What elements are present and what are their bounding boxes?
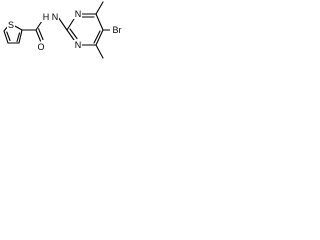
bond-methyl-upper xyxy=(95,1,104,15)
atom-sulfur: S xyxy=(8,20,14,30)
bond-thiophene-c2-c3 xyxy=(18,29,23,44)
bond-pyrimidine-n3-c2-double xyxy=(69,28,78,40)
bond-amide-n-pyrimidine xyxy=(57,16,68,31)
bond-methyl-lower xyxy=(95,44,104,59)
atom-pyrimidine-nitrogen-upper: N xyxy=(75,9,82,19)
atom-oxygen: O xyxy=(37,42,44,52)
atom-pyrimidine-nitrogen-lower: N xyxy=(75,40,82,50)
chemical-structure-diagram: S O H N N N Br xyxy=(3,1,124,59)
bond-pyrimidine-n3-c2 xyxy=(66,29,75,41)
bond-pyrimidine-c5-c4-double xyxy=(93,30,101,44)
bond-carbonyl-amide-n xyxy=(35,20,43,31)
bond-thiophene-c4-c5-double xyxy=(6,31,11,42)
atom-bromine: Br xyxy=(113,25,122,35)
atom-amide-hydrogen: H xyxy=(43,12,50,22)
bond-pyrimidine-c5-c4 xyxy=(95,29,104,46)
bonds xyxy=(3,1,112,59)
bond-carbonyl-oxygen xyxy=(35,29,42,42)
bond-thiophene-c2-c3-double xyxy=(16,32,21,43)
bond-pyrimidine-c6-c5 xyxy=(95,13,104,31)
atom-amide-nitrogen: N xyxy=(52,12,59,22)
bond-carbonyl-oxygen-double xyxy=(38,28,44,41)
atom-labels: S O H N N N Br xyxy=(7,9,124,52)
bond-thiophene-c4-c5 xyxy=(3,30,9,44)
bond-pyrimidine-c2-n1 xyxy=(66,18,75,31)
